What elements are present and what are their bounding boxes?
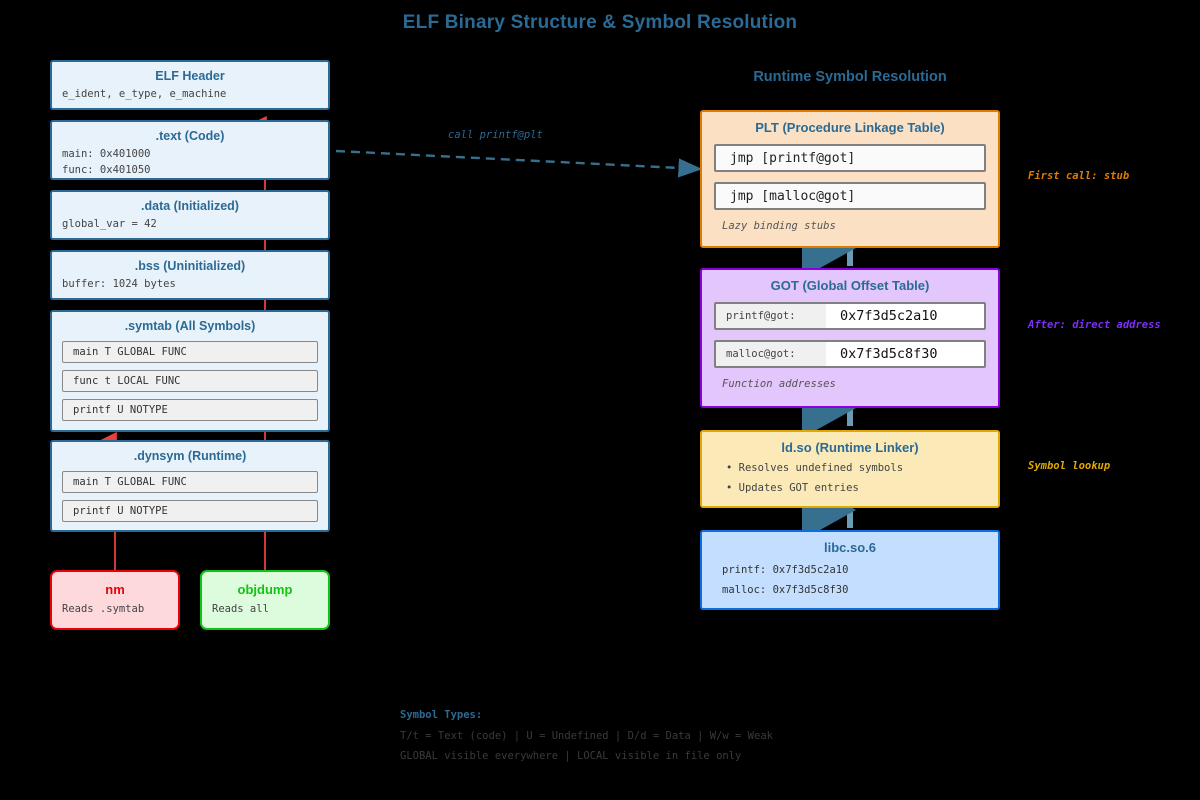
panel-note: Lazy binding stubs (722, 220, 836, 232)
call-arrow-label: call printf@plt (448, 129, 543, 141)
got-row-key: malloc@got: (716, 342, 826, 366)
section-body: global_var = 42 (62, 218, 157, 230)
tool-box-objdump[interactable]: objdump Reads all (200, 570, 330, 630)
got-row-value: 0x7f3d5c2a10 (826, 304, 984, 328)
panel-ldso[interactable]: ld.so (Runtime Linker) Resolves undefine… (700, 430, 1000, 508)
panel-title: GOT (Global Offset Table) (770, 278, 930, 293)
annotation-symbol-lookup: Symbol lookup (1028, 460, 1111, 472)
section-body: main: 0x401000 func: 0x401050 (62, 148, 151, 176)
symtab-row[interactable]: main T GLOBAL FUNC (62, 341, 318, 363)
section-title: ELF Header (155, 69, 225, 83)
tool-box-nm[interactable]: nm Reads .symtab (50, 570, 180, 630)
elf-section-dynsym[interactable]: .dynsym (Runtime) main T GLOBAL FUNC pri… (50, 440, 330, 532)
plt-row[interactable]: jmp [malloc@got] (714, 182, 986, 210)
got-row-key: printf@got: (716, 304, 826, 328)
elf-section-text[interactable]: .text (Code) main: 0x401000 func: 0x4010… (50, 120, 330, 180)
runtime-resolution-title: Runtime Symbol Resolution (753, 69, 947, 85)
ldso-bullet-list: Resolves undefined symbols Updates GOT e… (702, 455, 998, 498)
plt-row[interactable]: jmp [printf@got] (714, 144, 986, 172)
libc-body: printf: 0x7f3d5c2a10 malloc: 0x7f3d5c8f3… (722, 564, 849, 596)
panel-note: Function addresses (722, 378, 836, 390)
legend-title: Symbol Types: (400, 709, 483, 721)
arrow-call-printf-plt (335, 149, 703, 178)
tool-name: nm (105, 582, 125, 597)
panel-title: ld.so (Runtime Linker) (781, 440, 919, 455)
legend: Symbol Types: T/t = Text (code) | U = Un… (400, 709, 920, 766)
legend-line: T/t = Text (code) | U = Undefined | D/d … (400, 730, 773, 742)
elf-section-elf-header[interactable]: ELF Header e_ident, e_type, e_machine (50, 60, 330, 110)
tool-name: objdump (237, 582, 293, 597)
section-title: .data (Initialized) (141, 199, 239, 213)
annotation-first-call: First call: stub (1028, 170, 1130, 182)
panel-got[interactable]: GOT (Global Offset Table) printf@got: 0x… (700, 268, 1000, 408)
symtab-row[interactable]: func t LOCAL FUNC (62, 370, 318, 392)
page-title: ELF Binary Structure & Symbol Resolution (402, 12, 798, 33)
panel-plt[interactable]: PLT (Procedure Linkage Table) jmp [print… (700, 110, 1000, 248)
symtab-row[interactable]: printf U NOTYPE (62, 399, 318, 421)
elf-section-data[interactable]: .data (Initialized) global_var = 42 (50, 190, 330, 240)
annotation-after-direct: After: direct address (1028, 319, 1161, 331)
panel-libc[interactable]: libc.so.6 printf: 0x7f3d5c2a10 malloc: 0… (700, 530, 1000, 610)
ldso-bullet: Resolves undefined symbols (726, 458, 998, 478)
got-row-value: 0x7f3d5c8f30 (826, 342, 984, 366)
tool-desc: Reads .symtab (62, 603, 145, 615)
panel-title: PLT (Procedure Linkage Table) (755, 120, 945, 135)
elf-section-symtab[interactable]: .symtab (All Symbols) main T GLOBAL FUNC… (50, 310, 330, 432)
section-title: .symtab (All Symbols) (124, 319, 256, 333)
section-title: .dynsym (Runtime) (133, 449, 247, 463)
dynsym-row[interactable]: printf U NOTYPE (62, 500, 318, 522)
panel-title: libc.so.6 (823, 540, 877, 555)
legend-line: GLOBAL visible everywhere | LOCAL visibl… (400, 750, 742, 762)
section-title: .text (Code) (155, 129, 225, 143)
section-body: buffer: 1024 bytes (62, 278, 176, 290)
dynsym-row[interactable]: main T GLOBAL FUNC (62, 471, 318, 493)
got-row[interactable]: malloc@got: 0x7f3d5c8f30 (714, 340, 986, 368)
elf-section-bss[interactable]: .bss (Uninitialized) buffer: 1024 bytes (50, 250, 330, 300)
section-body: e_ident, e_type, e_machine (62, 88, 227, 100)
tool-desc: Reads all (212, 603, 269, 615)
ldso-bullet: Updates GOT entries (726, 478, 998, 498)
section-title: .bss (Uninitialized) (134, 259, 246, 273)
got-row[interactable]: printf@got: 0x7f3d5c2a10 (714, 302, 986, 330)
